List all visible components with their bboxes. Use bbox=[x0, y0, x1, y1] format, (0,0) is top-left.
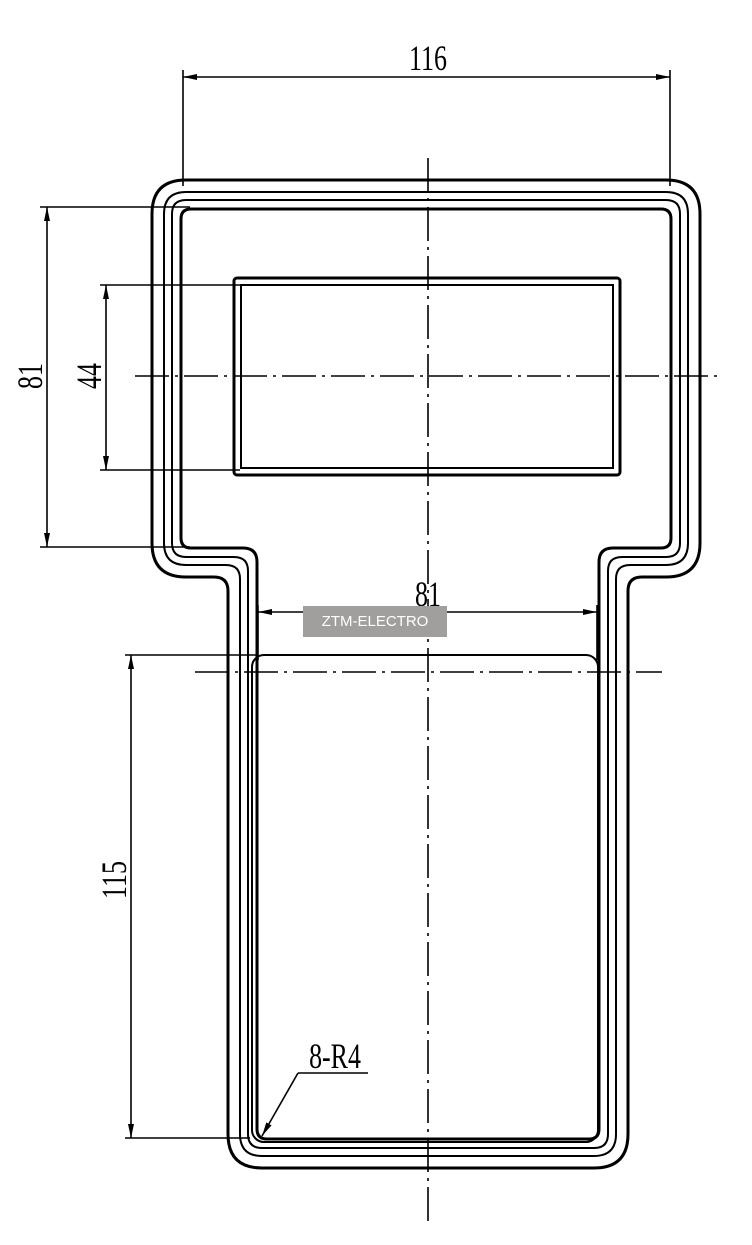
dimension-116: 116 bbox=[409, 38, 447, 78]
enclosure-outline bbox=[150, 178, 702, 1170]
corner-radius-note: 8-R4 bbox=[309, 1036, 361, 1076]
enclosure-contour-2 bbox=[171, 199, 681, 1149]
dimension-44: 44 bbox=[69, 363, 109, 389]
watermark: ZTM-ELECTRO bbox=[303, 606, 447, 637]
leader-line bbox=[261, 1072, 299, 1137]
enclosure-contour-0 bbox=[150, 178, 702, 1170]
dimension-81-head: 81 bbox=[10, 363, 50, 389]
dimension-115: 115 bbox=[94, 861, 134, 899]
handle-recess bbox=[251, 654, 599, 1143]
enclosure-contour-1 bbox=[163, 191, 689, 1157]
enclosure-contour-3 bbox=[179, 207, 673, 1141]
